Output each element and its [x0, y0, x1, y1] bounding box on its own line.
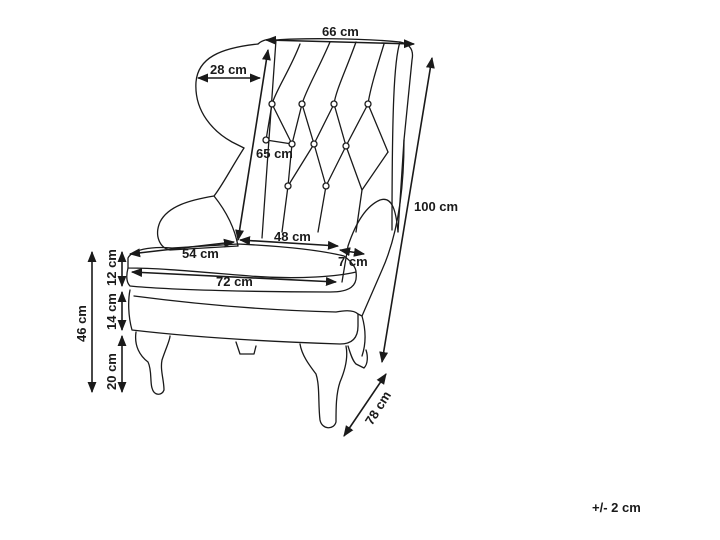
label-leg-height: 20 cm	[104, 353, 119, 390]
label-seat-width: 72 cm	[216, 274, 253, 289]
label-frame-height: 14 cm	[104, 293, 119, 330]
tuft-channel-4	[367, 43, 385, 105]
label-cushion-height: 12 cm	[104, 249, 119, 286]
right-arm	[341, 198, 399, 283]
left-arm-top	[213, 195, 239, 247]
label-seat-depth: 54 cm	[182, 246, 219, 261]
dim-line-arm	[338, 247, 366, 257]
label-inner-width: 48 cm	[274, 229, 311, 244]
dim-line-seat-depth	[128, 238, 236, 258]
tuft-buttons	[262, 100, 372, 190]
armchair-illustration	[126, 38, 414, 429]
label-back-height: 65 cm	[256, 146, 293, 161]
tuft-channel-2	[301, 41, 331, 105]
apron-right	[357, 313, 366, 357]
tuft-diamond-c	[287, 143, 389, 191]
dim-line-width	[264, 35, 416, 49]
dim-line-height	[379, 56, 435, 364]
label-tolerance: +/- 2 cm	[592, 500, 641, 515]
tuft-diamond-d	[281, 185, 289, 233]
label-seat-height: 46 cm	[74, 305, 89, 342]
label-total-depth: 78 cm	[362, 388, 394, 427]
front-left-leg	[134, 331, 171, 395]
tuft-channel-3	[333, 41, 357, 105]
label-total-height: 100 cm	[414, 199, 458, 214]
dim-line-seat-width	[130, 268, 338, 286]
rear-right-leg	[347, 345, 368, 369]
back-panel-inner	[391, 41, 401, 231]
label-wing-depth: 28 cm	[210, 62, 247, 77]
seat-apron	[128, 289, 359, 345]
rear-rail	[235, 341, 257, 355]
dim-line-depth	[343, 373, 387, 437]
label-width: 66 cm	[322, 24, 359, 39]
label-arm-width: 7 cm	[338, 254, 368, 269]
tuft-diamond-e	[317, 185, 327, 233]
seat-cushion-front	[126, 267, 357, 293]
left-arm	[156, 147, 245, 251]
dim-line-inner	[238, 236, 340, 250]
dim-line-back	[235, 48, 271, 242]
seat-cushion-top	[127, 243, 357, 279]
left-wing	[195, 43, 259, 149]
tuft-diamond-a	[271, 103, 389, 153]
front-right-leg	[299, 343, 348, 429]
tuft-channel-1	[271, 43, 301, 105]
dimension-lines	[87, 35, 435, 437]
